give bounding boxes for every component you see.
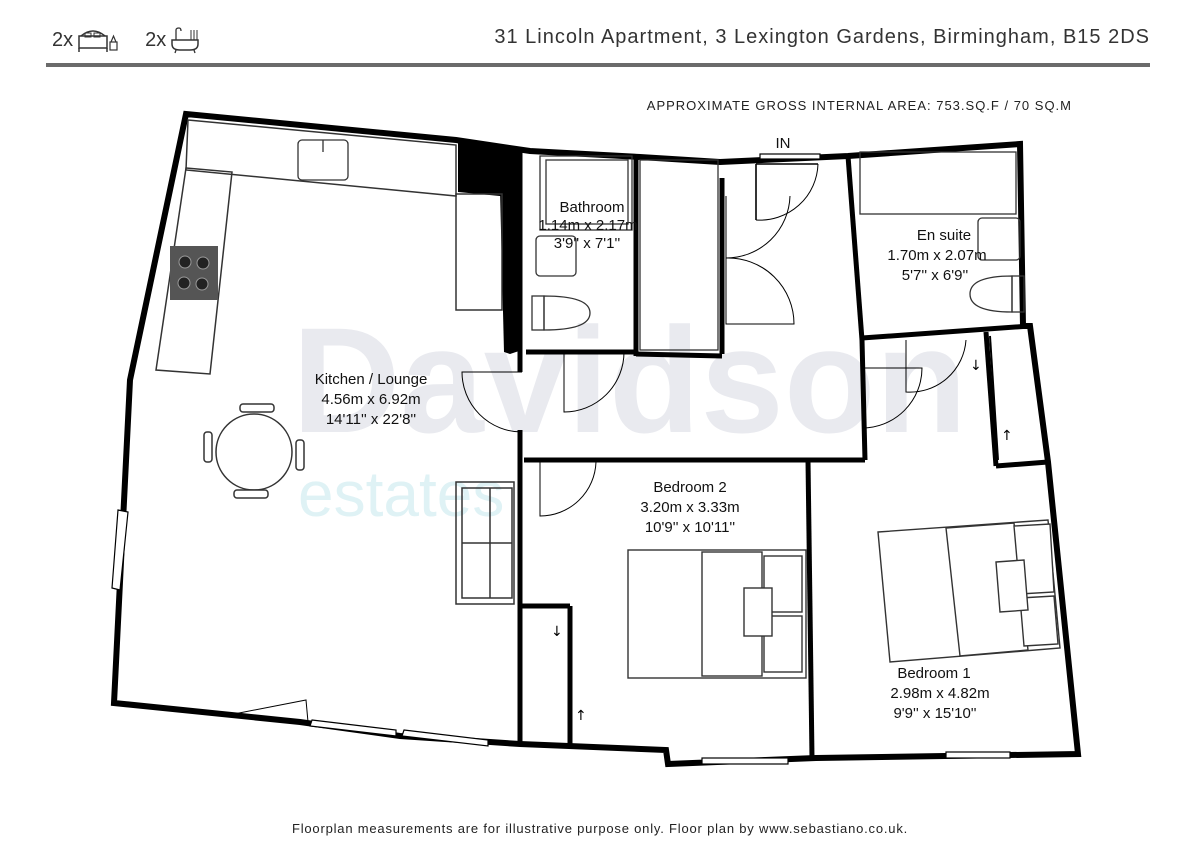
windows <box>111 153 1011 765</box>
gross-area: APPROXIMATE GROSS INTERNAL AREA: 753.SQ.… <box>646 98 1072 113</box>
bedroom1-metric: 2.98m x 4.82m <box>890 685 989 702</box>
wall-block <box>500 190 522 354</box>
entrance-label: IN <box>776 135 791 152</box>
kitchen-imperial: 14'11'' x 22'8'' <box>326 411 416 428</box>
bathroom-count-text: 2x <box>145 28 167 51</box>
bath-icon <box>170 26 200 54</box>
bed-bedroom-1 <box>877 519 1061 663</box>
bedroom2-imperial: 10'9'' x 10'11'' <box>645 519 735 536</box>
watermark-sub: estates <box>298 458 504 530</box>
bathroom-count: 2x <box>145 26 200 54</box>
svg-text:↓: ↓ <box>551 624 563 640</box>
bedroom2-name: Bedroom 2 <box>653 479 726 496</box>
svg-text:↑: ↑ <box>575 708 587 724</box>
bathroom-metric: 1.14m x 2.17m <box>538 217 637 234</box>
svg-text:↑: ↑ <box>1001 428 1013 444</box>
watermark-name: Davidson <box>292 296 967 464</box>
bathroom-imperial: 3'9'' x 7'1'' <box>554 235 621 252</box>
kitchen-name: Kitchen / Lounge <box>315 371 428 388</box>
room-counts: 2x 2x <box>52 26 216 54</box>
hob <box>170 246 218 300</box>
arrow-icons: ↓ ↑ ↓ ↑ <box>551 358 1013 724</box>
sofa <box>455 481 515 605</box>
bed-icon <box>77 26 119 54</box>
bathroom-fixtures <box>531 155 633 331</box>
kitchen-sink <box>297 139 349 181</box>
footer-disclaimer: Floorplan measurements are for illustrat… <box>291 821 909 836</box>
ensuite-name: En suite <box>917 227 971 244</box>
bedroom-count-text: 2x <box>52 28 74 51</box>
interior-walls <box>517 150 1049 759</box>
kitchen-counter <box>155 119 503 375</box>
ensuite-fixtures <box>859 151 1025 313</box>
header-divider <box>46 63 1150 67</box>
svg-text:↓: ↓ <box>970 358 982 374</box>
property-address: 31 Lincoln Apartment, 3 Lexington Garden… <box>494 26 1150 48</box>
bed-bedroom-2 <box>627 549 807 679</box>
bedroom1-imperial: 9'9'' x 15'10'' <box>893 705 976 722</box>
kitchen-metric: 4.56m x 6.92m <box>321 391 420 408</box>
header: 2x 2x <box>0 0 1200 70</box>
dining-table <box>203 403 305 499</box>
bedroom2-metric: 3.20m x 3.33m <box>640 499 739 516</box>
cupboards <box>569 159 999 740</box>
doors <box>233 163 967 723</box>
ensuite-imperial: 5'7'' x 6'9'' <box>902 267 969 284</box>
bedroom-count: 2x <box>52 26 119 54</box>
ensuite-metric: 1.70m x 2.07m <box>887 247 986 264</box>
bathroom-name: Bathroom <box>559 199 624 216</box>
wall-block <box>458 142 520 198</box>
bedroom1-name: Bedroom 1 <box>897 665 970 682</box>
